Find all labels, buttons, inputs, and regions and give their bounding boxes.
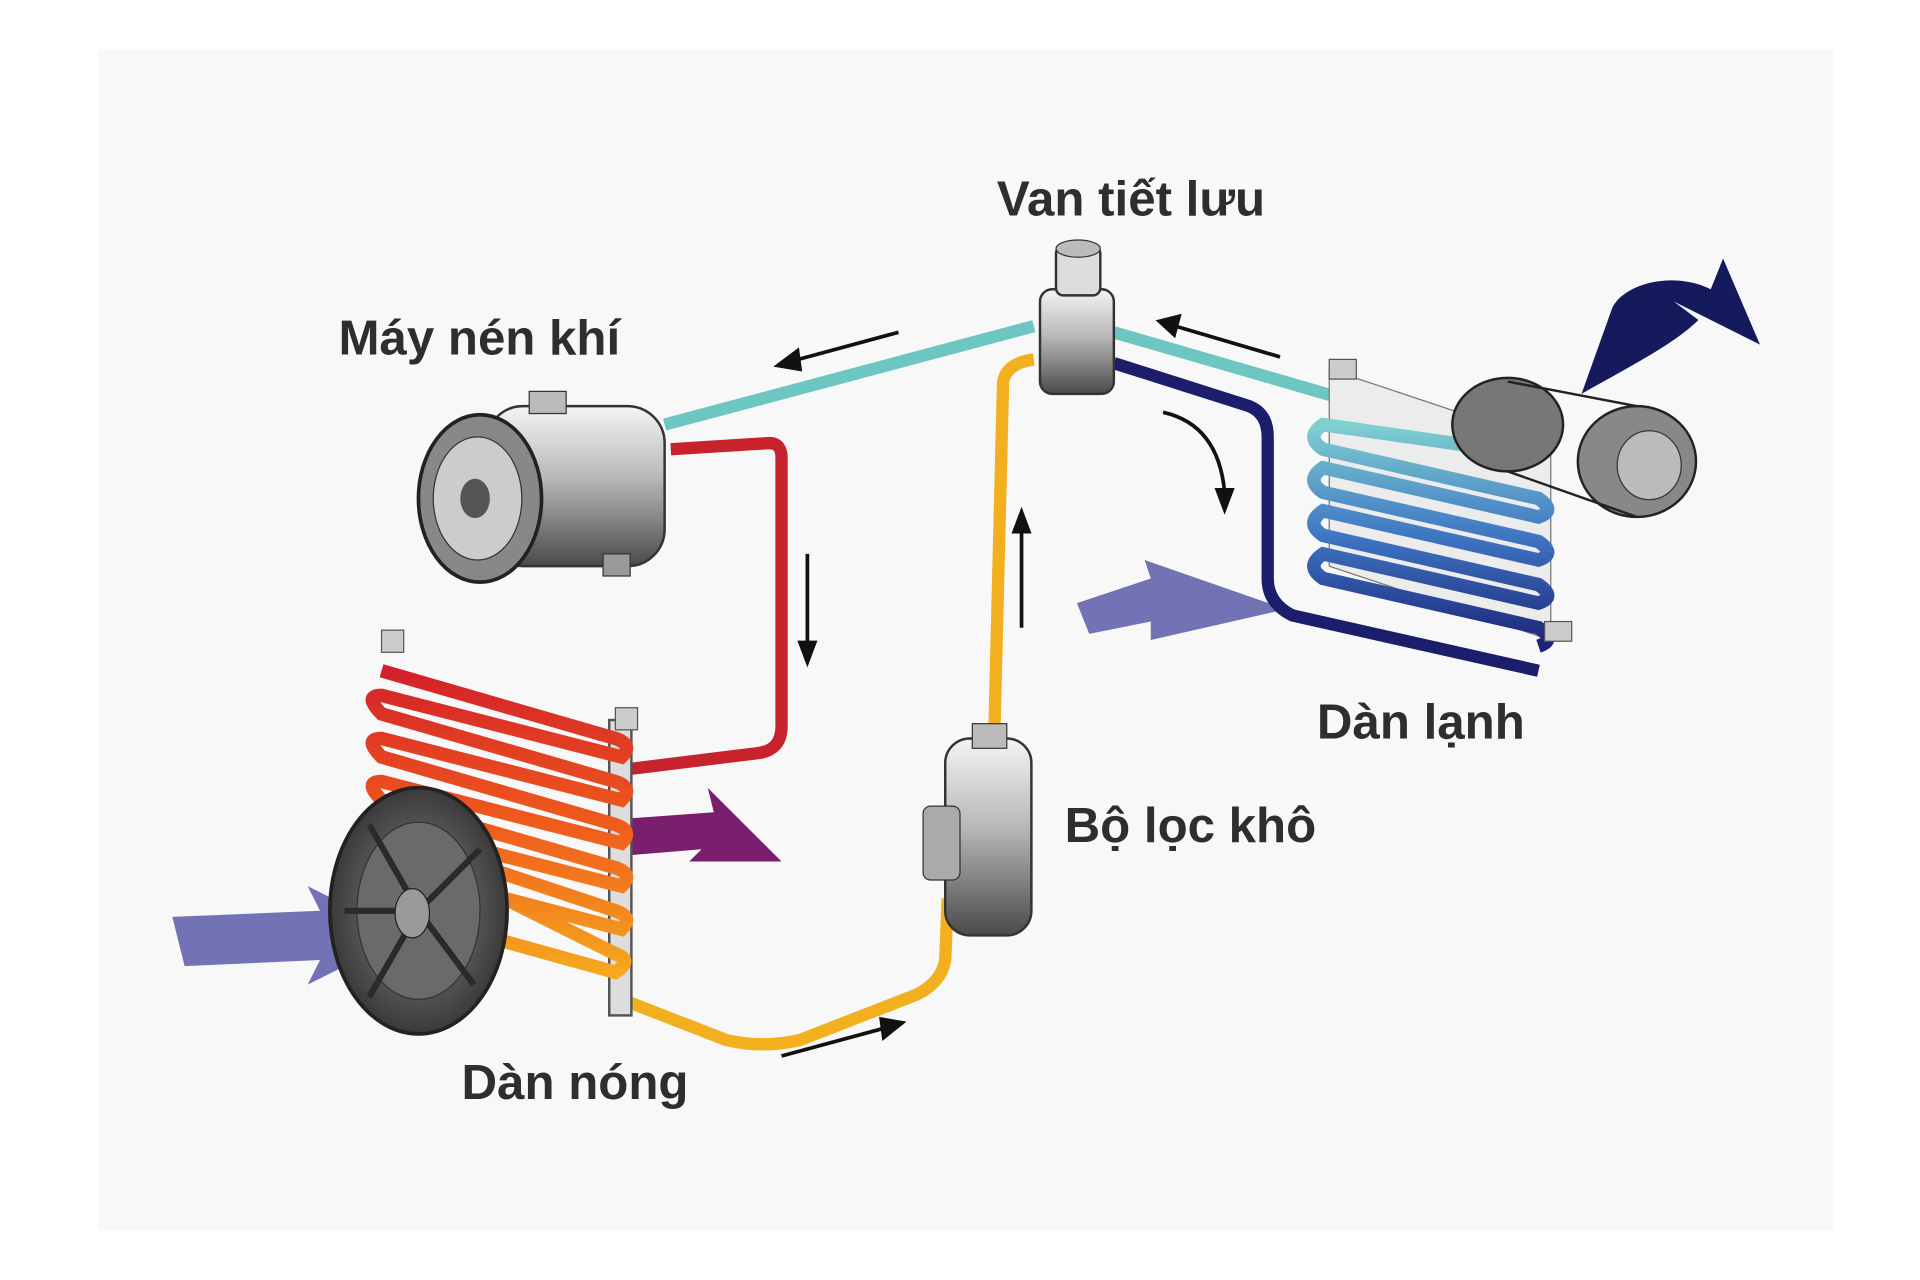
discharge-pipe (626, 436, 788, 776)
suction-pipe-compressor (663, 320, 1036, 431)
flow-arrow-to-drier (781, 1016, 907, 1058)
hot-air-outflow-arrow (627, 787, 782, 862)
condenser-fan (328, 785, 509, 1036)
flow-arrow-down-discharge (797, 553, 818, 668)
compressor (416, 390, 666, 584)
liquid-pipe-condenser (613, 898, 954, 1051)
cold-air-outflow-arrow (1581, 258, 1760, 394)
background-panel (98, 49, 1834, 1231)
flow-arrows (773, 313, 1281, 1058)
label-condenser: Dàn nóng (462, 1055, 689, 1110)
label-expansion-valve: Van tiết lưu (997, 171, 1265, 226)
flow-arrow-up-liquid (1011, 506, 1032, 628)
evaporator-blower (1451, 376, 1698, 519)
evaporator-inlet-pipe (1111, 357, 1540, 677)
receiver-drier (922, 723, 1033, 937)
air-inflow-arrow-evaporator (1076, 560, 1287, 640)
flow-arrow-from-evaporator (1155, 313, 1281, 359)
flow-arrow-to-compressor (773, 330, 899, 372)
label-receiver-drier: Bộ lọc khô (1065, 798, 1317, 853)
condenser (365, 629, 639, 1017)
expansion-valve (1038, 239, 1116, 396)
label-evaporator: Dàn lạnh (1317, 694, 1525, 749)
liquid-pipe-valve (988, 353, 1035, 729)
flow-arrow-to-evaporator (1162, 410, 1235, 515)
label-compressor: Máy nén khí (338, 310, 621, 365)
